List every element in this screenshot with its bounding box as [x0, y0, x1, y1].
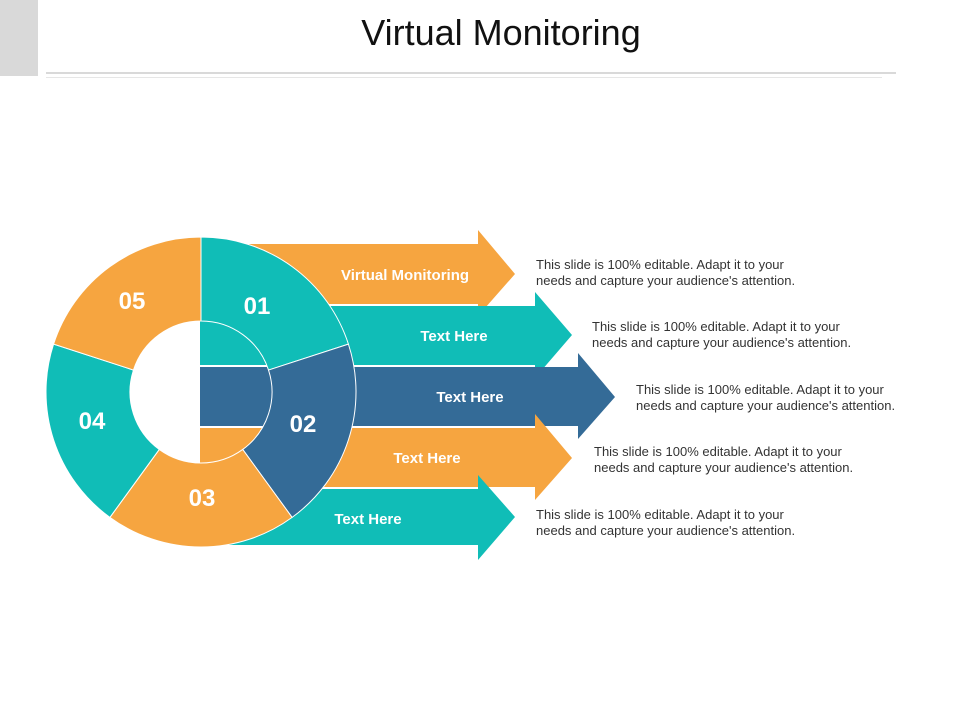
arrow-2-label: Text Here [420, 328, 487, 345]
donut-ring: 01 02 03 04 05 [45, 236, 357, 548]
description-3-line2: needs and capture your audience's attent… [636, 398, 896, 413]
title-divider-secondary [46, 77, 882, 78]
segment-02-number: 02 [290, 411, 317, 438]
description-1: This slide is 100% editable. Adapt it to… [536, 257, 795, 289]
segment-02 [242, 343, 357, 519]
description-2: This slide is 100% editable. Adapt it to… [592, 319, 851, 351]
description-3-line1: This slide is 100% editable. Adapt it to… [636, 382, 884, 397]
segment-05 [52, 236, 202, 371]
arrow-3-shape [200, 353, 615, 439]
description-4-line1: This slide is 100% editable. Adapt it to… [594, 444, 842, 459]
segment-01-number: 01 [244, 293, 271, 320]
description-4-line2: needs and capture your audience's attent… [594, 460, 854, 475]
slide-title: Virtual Monitoring [361, 12, 641, 53]
corner-accent [0, 0, 38, 76]
description-1-line1: This slide is 100% editable. Adapt it to… [536, 257, 784, 272]
description-3: This slide is 100% editable. Adapt it to… [636, 382, 895, 414]
arrow-1-label: Virtual Monitoring [341, 267, 469, 284]
arrow-4-label: Text Here [393, 450, 460, 467]
description-2-line1: This slide is 100% editable. Adapt it to… [592, 319, 840, 334]
description-1-line2: needs and capture your audience's attent… [536, 273, 796, 288]
description-5: This slide is 100% editable. Adapt it to… [536, 507, 795, 539]
segment-04-number: 04 [79, 408, 106, 435]
segment-05-number: 05 [119, 288, 146, 315]
description-5-line1: This slide is 100% editable. Adapt it to… [536, 507, 784, 522]
segment-04 [45, 343, 160, 519]
segment-01 [200, 236, 350, 371]
description-4: This slide is 100% editable. Adapt it to… [594, 444, 853, 476]
title-divider [46, 72, 896, 74]
arrow-5-label: Text Here [334, 511, 401, 528]
arrow-3: Text Here [200, 353, 615, 439]
segment-03-number: 03 [189, 485, 216, 512]
description-5-line2: needs and capture your audience's attent… [536, 523, 796, 538]
segment-03 [109, 448, 293, 548]
arrow-3-label: Text Here [436, 389, 503, 406]
description-2-line2: needs and capture your audience's attent… [592, 335, 852, 350]
